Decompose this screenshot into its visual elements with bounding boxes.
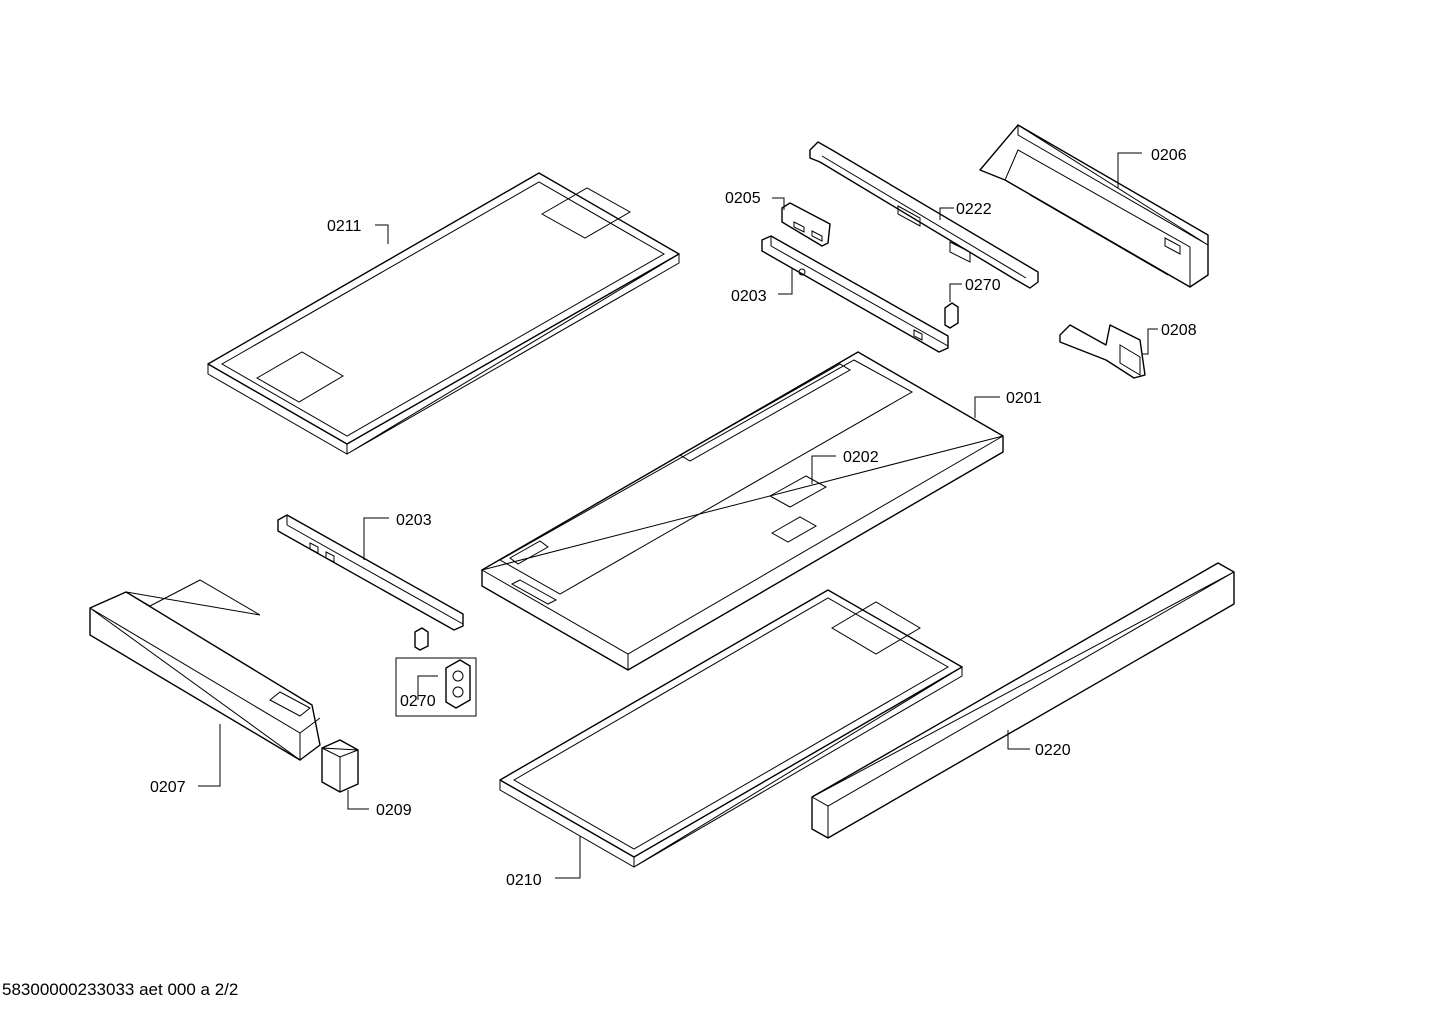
part-0270-lower-clip[interactable]	[395, 627, 477, 717]
label-0222: 0222	[956, 201, 992, 218]
label-0209: 0209	[376, 802, 412, 819]
leader-lines	[198, 152, 1158, 879]
part-0206-housing[interactable]	[979, 124, 1209, 288]
label-0210: 0210	[506, 872, 542, 889]
part-0207-housing[interactable]	[89, 579, 321, 761]
label-0270-upper: 0270	[965, 277, 1001, 294]
part-0222-cable[interactable]	[809, 141, 1039, 289]
part-0203-lower-rail[interactable]	[277, 514, 464, 631]
label-0205: 0205	[725, 190, 761, 207]
part-0220-bar[interactable]	[810, 562, 1235, 839]
label-0202: 0202	[843, 449, 879, 466]
part-0205-clip[interactable]	[781, 202, 831, 247]
label-0203-lower: 0203	[396, 512, 432, 529]
part-0211-frame[interactable]	[207, 172, 680, 455]
document-id: 58300000233033 aet 000 a 2/2	[2, 980, 239, 999]
label-0220: 0220	[1035, 742, 1071, 759]
part-0208-bracket[interactable]	[1059, 324, 1146, 379]
label-0211: 0211	[327, 218, 362, 235]
label-0208: 0208	[1161, 322, 1197, 339]
label-0201: 0201	[1006, 390, 1042, 407]
label-0203-upper: 0203	[731, 288, 767, 305]
part-0203-upper-rail[interactable]	[761, 235, 949, 353]
label-0270-lower: 0270	[400, 693, 436, 710]
part-0209-block[interactable]	[321, 739, 359, 793]
part-0210-frame[interactable]	[499, 589, 963, 868]
label-0206: 0206	[1151, 147, 1187, 164]
label-0207: 0207	[150, 779, 186, 796]
part-0201-main-tray[interactable]	[480, 351, 1004, 671]
part-0270-upper-clip[interactable]	[944, 302, 959, 329]
